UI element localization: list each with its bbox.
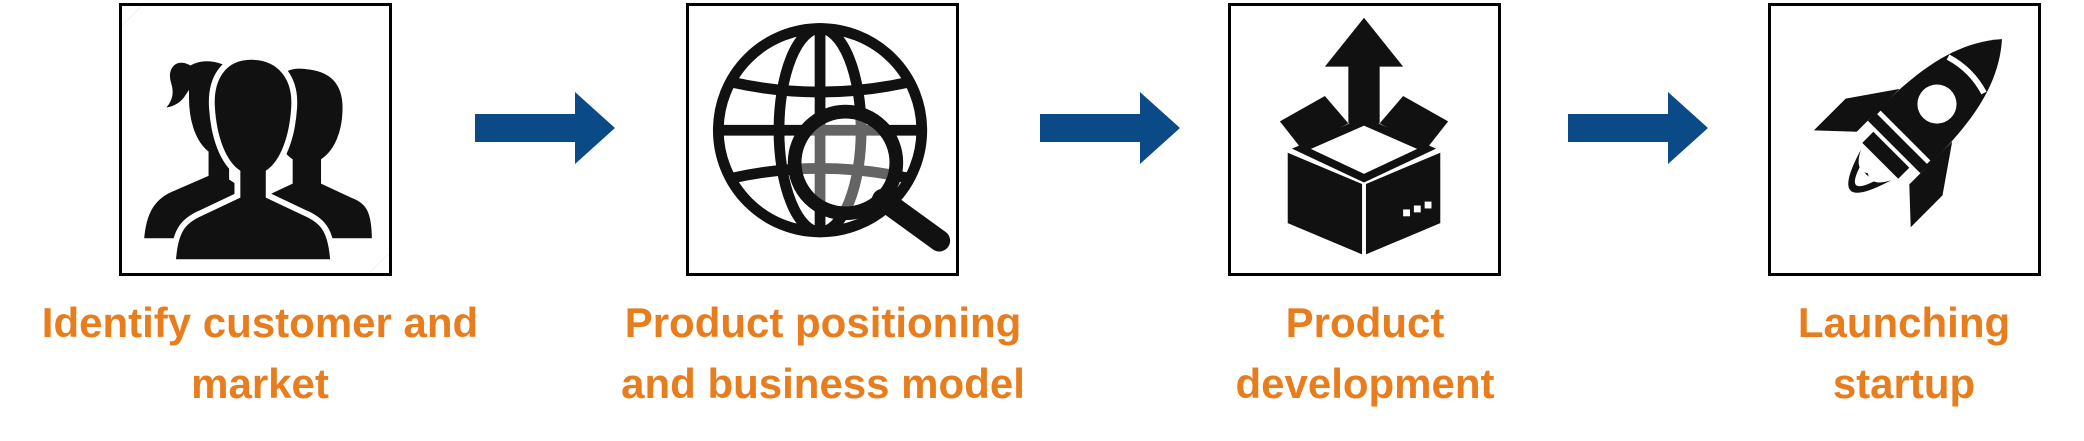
step-2-icon-box <box>686 3 959 276</box>
rocket-icon <box>1813 39 2002 228</box>
flow-arrow-3 <box>1568 92 1708 164</box>
open-box-upload-icon <box>1279 17 1449 255</box>
flow-arrow-1 <box>475 92 615 164</box>
step-3-label: Product development <box>1235 299 1495 407</box>
step-1-label: Identify customer and market <box>41 299 479 407</box>
step-4-icon-box <box>1768 3 2041 276</box>
step-2-label: Product positioning and business model <box>621 299 1025 407</box>
globe-search-icon <box>712 23 951 252</box>
flow-arrow-2 <box>1040 92 1180 164</box>
step-3-icon-box <box>1228 3 1501 276</box>
step-4-label: Launching startup <box>1797 299 2011 407</box>
people-silhouette-icon <box>122 6 389 273</box>
step-1-icon-box <box>119 3 392 276</box>
